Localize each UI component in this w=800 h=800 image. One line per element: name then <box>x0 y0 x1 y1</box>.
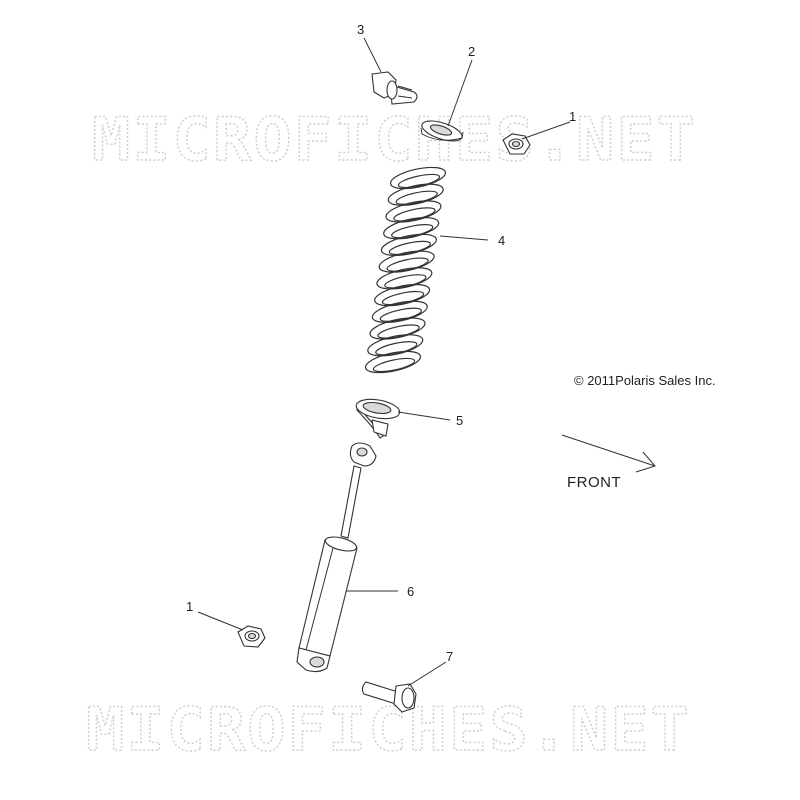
flange-nut-icon[interactable] <box>502 133 531 155</box>
bolt-icon[interactable] <box>361 681 417 713</box>
callout-3: 3 <box>357 22 364 37</box>
callout-7: 7 <box>446 649 453 664</box>
callout-4: 4 <box>498 233 505 248</box>
flange-bolt-icon[interactable] <box>371 71 418 105</box>
flange-nut-icon[interactable] <box>237 625 266 648</box>
callout-1-bottom: 1 <box>186 599 193 614</box>
watermark-bottom: MICROFICHES.NET <box>86 695 691 765</box>
leader-1-top <box>521 121 571 140</box>
front-label: FRONT <box>567 474 621 491</box>
leader-4 <box>439 235 489 241</box>
spring-seat-icon[interactable] <box>355 396 401 439</box>
callout-1-top: 1 <box>569 109 576 124</box>
copyright-text: © 2011Polaris Sales Inc. <box>574 373 716 388</box>
callout-5: 5 <box>456 413 463 428</box>
spring-retainer-icon[interactable] <box>420 117 465 145</box>
watermark-top: MICROFICHES.NET <box>92 105 697 175</box>
leader-5 <box>397 411 451 421</box>
leader-2 <box>447 59 473 127</box>
callout-6: 6 <box>407 584 414 599</box>
shock-absorber-icon[interactable] <box>296 442 377 673</box>
callout-2: 2 <box>468 44 475 59</box>
leader-3 <box>363 37 382 73</box>
direction-arrow-icon <box>561 434 656 473</box>
leader-1-bottom <box>197 611 244 631</box>
leader-7 <box>407 661 447 687</box>
coil-spring-icon[interactable] <box>364 163 448 376</box>
